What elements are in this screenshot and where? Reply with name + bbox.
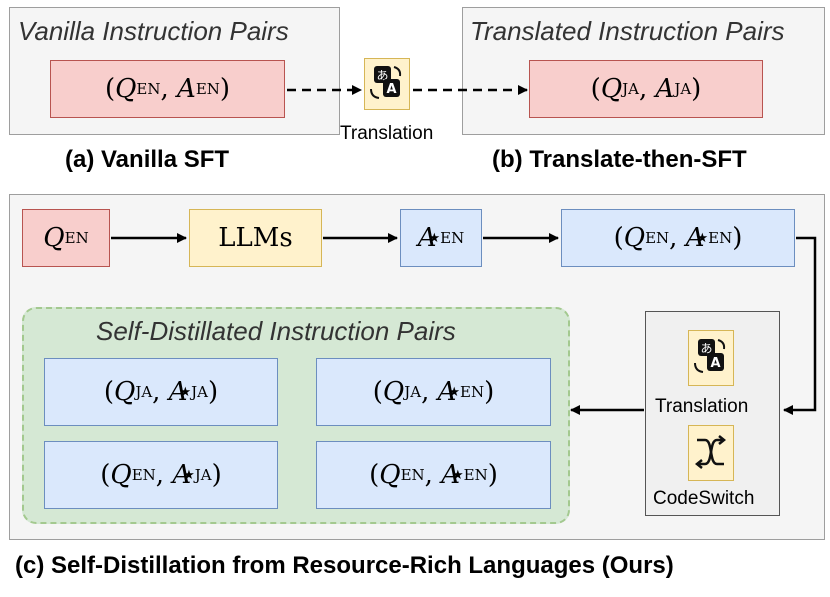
caption-self-distillation: (c) Self-Distillation from Resource-Rich… (15, 552, 674, 579)
caption-translate-then-sft: (b) Translate-then-SFT (492, 146, 747, 173)
codeswitch-icon (688, 425, 734, 481)
node-a-en-star: A★EN (400, 209, 482, 267)
svg-text:A: A (710, 356, 720, 371)
tools-box (645, 311, 780, 516)
translate-icon: あ A (364, 58, 410, 110)
svg-text:あ: あ (376, 69, 388, 83)
tool-codeswitch-label: CodeSwitch (653, 488, 755, 509)
svg-text:A: A (386, 82, 396, 97)
panel-vanilla-title: Vanilla Instruction Pairs (18, 16, 289, 46)
node-llms: LLMs (189, 209, 322, 267)
caption-vanilla-sft: (a) Vanilla SFT (65, 146, 230, 173)
self-distilled-title: Self-Distillated Instruction Pairs (96, 316, 456, 346)
translation-label: Translation (340, 123, 434, 144)
svg-text:あ: あ (700, 342, 712, 356)
tool-translation-label: Translation (655, 396, 749, 417)
panel-translated-title: Translated Instruction Pairs (470, 16, 785, 46)
translate-icon: あ A (688, 330, 734, 386)
arrow-pair-to-tools (783, 236, 817, 415)
